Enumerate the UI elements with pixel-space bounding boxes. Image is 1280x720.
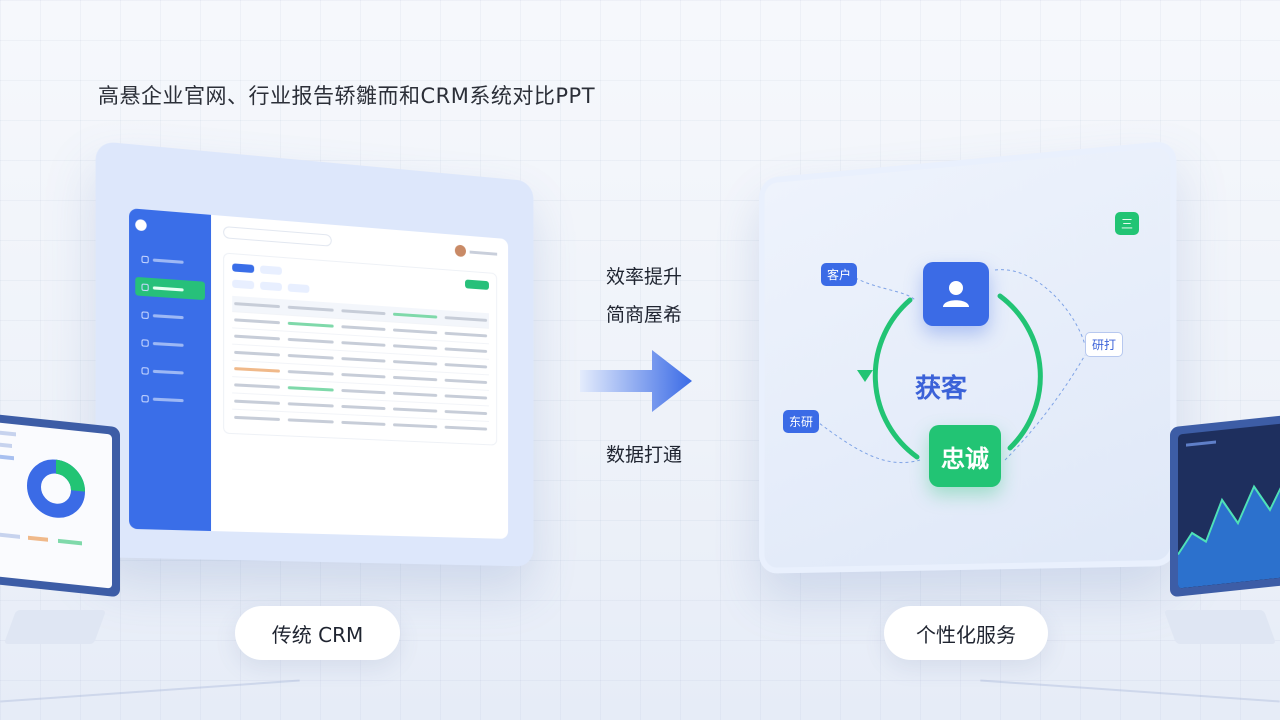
label-data: 数据打通: [606, 444, 683, 466]
tag-customer: 客户: [821, 263, 858, 286]
page-title: 高悬企业官网、行业报告轿雛而和CRM系统对比PPT: [98, 84, 596, 108]
label-efficiency: 效率提升: [606, 266, 683, 288]
personalized-service-illustration: 获客 忠诚 客户 三 研打 东研: [735, 140, 1195, 590]
center-label: 获客: [915, 374, 968, 404]
cycle-arc-right: [997, 293, 1043, 451]
crm-sidebar-item-active: [135, 276, 205, 301]
donut-chart-graphic: [0, 430, 85, 546]
user-node: [923, 262, 989, 326]
crm-sidebar: [129, 208, 212, 532]
tag-top-right: 三: [1115, 212, 1140, 235]
loyal-node: 忠诚: [929, 425, 1001, 487]
crm-mockup-screen: [129, 208, 509, 539]
cycle-arc-left: [872, 297, 920, 460]
area-chart-graphic: [1178, 440, 1280, 589]
crm-sidebar-item: [135, 361, 205, 383]
crm-topbar: [223, 226, 498, 260]
crm-sidebar-item: [135, 305, 205, 328]
traditional-crm-pill: 传统 CRM: [235, 606, 400, 660]
crm-user: [454, 244, 498, 260]
traditional-crm-illustration: [80, 140, 580, 610]
crm-table-card: [223, 252, 498, 446]
personalized-service-pill: 个性化服务: [884, 606, 1048, 660]
user-icon: [943, 281, 969, 307]
crm-main: [211, 215, 508, 539]
left-screen-frame: [95, 140, 534, 567]
right-monitor-illustration: [1150, 412, 1280, 680]
crm-sidebar-item: [135, 388, 205, 410]
right-arrow-icon: [580, 348, 695, 414]
tag-right: 研打: [1085, 332, 1124, 357]
cycle-diagram: [814, 269, 1086, 464]
left-monitor-illustration: [0, 412, 130, 680]
cycle-arrowhead: [857, 370, 873, 382]
crm-search: [223, 226, 332, 247]
crm-logo: [135, 218, 205, 236]
avatar: [454, 244, 466, 258]
crm-sidebar-item: [135, 249, 205, 273]
tag-left: 东研: [783, 410, 820, 433]
label-second: 简商屋希: [606, 304, 683, 326]
crm-sidebar-item: [135, 333, 205, 356]
